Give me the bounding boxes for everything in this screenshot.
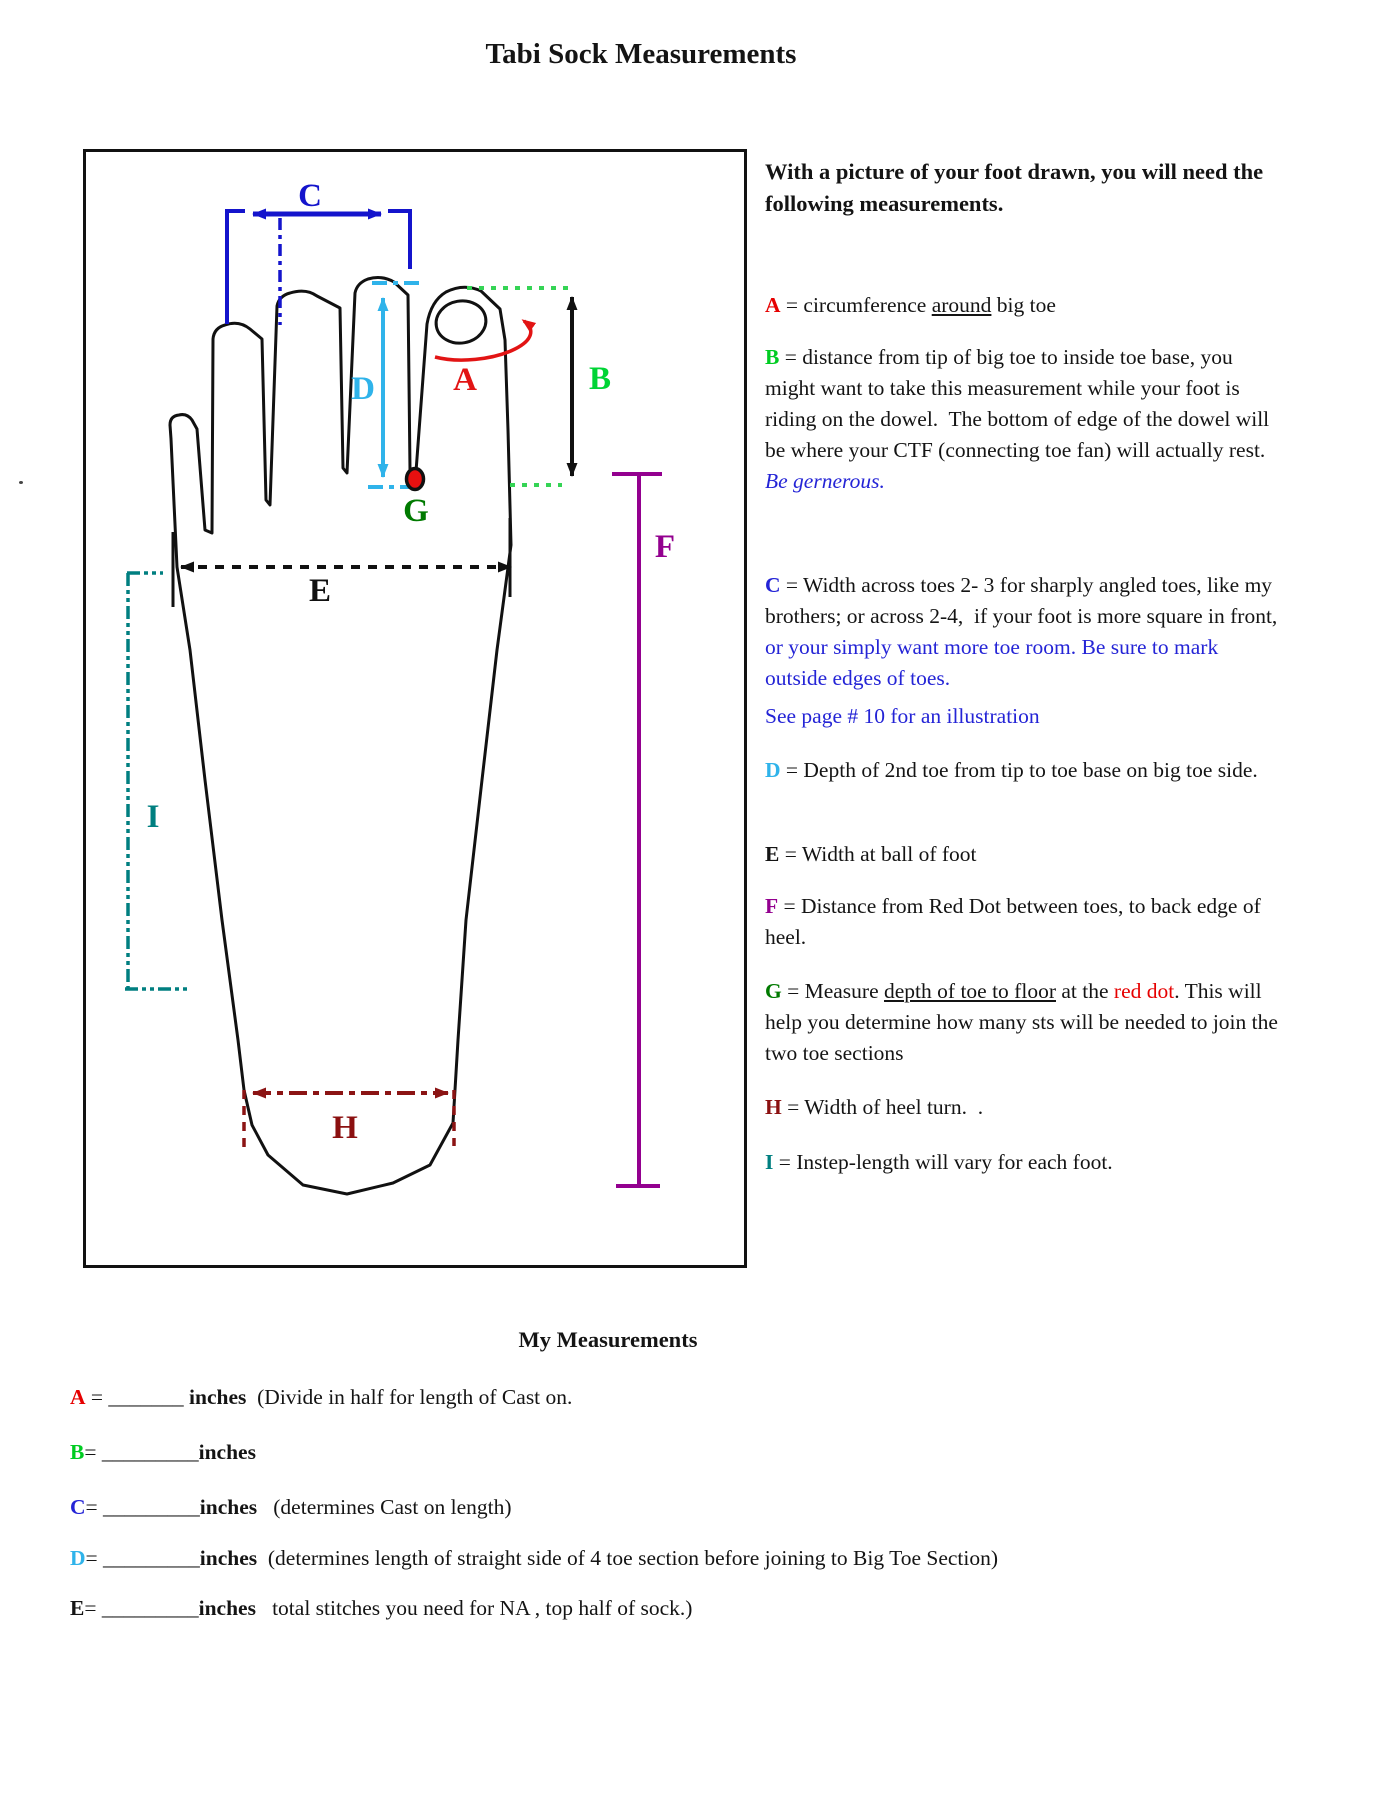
desc-c: C = Width across toes 2- 3 for sharply a… <box>765 573 1283 690</box>
descriptions-heading: With a picture of your foot drawn, you w… <box>765 159 1269 216</box>
desc-d: D = Depth of 2nd toe from tip to toe bas… <box>765 758 1258 782</box>
desc-f: F = Distance from Red Dot between toes, … <box>765 894 1267 949</box>
desc-h: H = Width of heel turn. . <box>765 1095 984 1119</box>
measure-b: B <box>467 286 611 487</box>
measure-d: D <box>351 281 420 489</box>
foot-measurement-diagram: C D G A B F <box>83 149 747 1268</box>
label-g: G <box>403 493 429 529</box>
big-toe-nail <box>434 299 488 345</box>
measure-g: G <box>403 466 429 529</box>
label-h: H <box>332 1110 358 1146</box>
my-measurements-heading: My Measurements <box>518 1327 698 1352</box>
label-i: I <box>147 799 160 835</box>
mm-row-e: E= _________inches total stitches you ne… <box>70 1596 693 1620</box>
mm-row-c: C= _________inches (determines Cast on l… <box>70 1495 512 1519</box>
scan-artifact-dot <box>19 481 23 484</box>
diagram-border-box <box>83 149 747 1268</box>
measure-e: E <box>171 518 512 609</box>
label-a: A <box>453 362 477 398</box>
label-f: F <box>655 529 675 565</box>
desc-see-page: See page # 10 for an illustration <box>765 704 1040 728</box>
desc-e: E = Width at ball of foot <box>765 842 977 866</box>
red-dot <box>404 466 426 492</box>
measure-h: H <box>242 1087 456 1150</box>
mm-row-a: A = _______ inches (Divide in half for l… <box>70 1385 573 1409</box>
label-c: C <box>298 178 322 214</box>
desc-i: I = Instep-length will vary for each foo… <box>765 1150 1113 1174</box>
foot-outline <box>168 276 513 1196</box>
mm-row-d: D= _________inches (determines length of… <box>70 1546 999 1570</box>
desc-b: B = distance from tip of big toe to insi… <box>765 345 1275 493</box>
measure-f: F <box>612 472 675 1188</box>
label-b: B <box>589 361 611 397</box>
desc-g: G = Measure depth of toe to floor at the… <box>765 979 1284 1065</box>
page-title: Tabi Sock Measurements <box>485 38 797 70</box>
measure-i: I <box>125 571 190 991</box>
measure-a: A <box>434 319 537 398</box>
label-e: E <box>309 573 331 609</box>
label-d: D <box>351 371 375 407</box>
mm-row-b: B= _________inches <box>70 1440 256 1464</box>
desc-a: A = circumference around big toe <box>765 293 1056 317</box>
measure-c: C <box>225 178 412 325</box>
